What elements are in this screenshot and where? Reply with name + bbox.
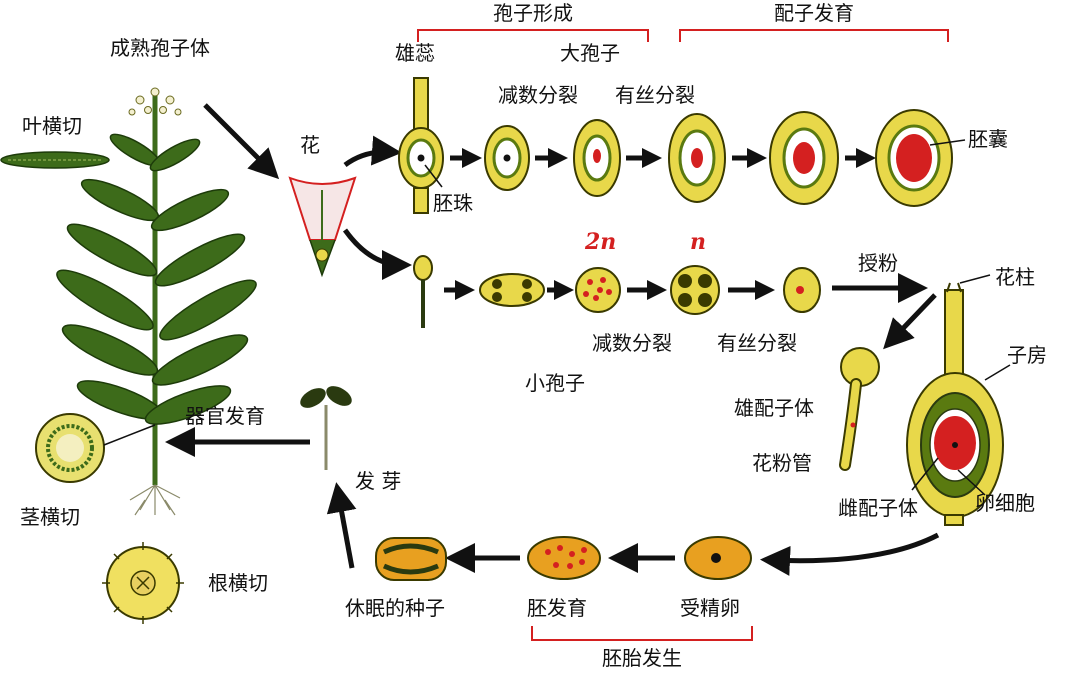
bracket-embryogenesis: 胚胎发生 [531,626,753,670]
plant-leaf [144,385,232,425]
meiosis-top-label: 减数分裂 [498,83,578,107]
embryogenesis-label: 胚胎发生 [602,646,682,670]
bracket-spore-formation-label: 孢子形成 [493,1,573,25]
plant-roots [129,484,181,516]
ovule-stage-5 [769,111,839,205]
embryo-sac-pointer-line [929,139,966,146]
pollen-grain [783,267,821,313]
plant-leaf [66,223,158,277]
anther-section [479,273,545,307]
plant-leaf [80,178,160,222]
organ-development-label: 器官发育 [185,404,265,428]
anther [413,255,433,328]
plant-leaf [149,138,201,172]
microspore-mother-cell [575,267,621,313]
plant-leaf [159,279,257,341]
microspore-tetrad [670,265,720,315]
ovule-label: 胚珠 [433,191,473,215]
pistil-label: 雄蕊 [395,41,435,65]
pollen-tube-label: 花粉管 [752,451,812,475]
plant-leaf [151,334,249,386]
male-gametophyte-label: 雄配子体 [734,396,814,420]
diploid-label: 2n [584,229,616,255]
mitosis-top-label: 有丝分裂 [615,83,695,107]
arrow-ovary-to-zygote [760,532,940,576]
ovule-stage-4 [668,113,726,203]
microspore-label: 小孢子 [525,371,585,395]
mature-sporophyte-label-line1: 成熟孢子体 [110,36,210,60]
root-cross-section [102,542,184,624]
style-pointer-line [959,274,991,284]
haploid-label: n [690,229,706,255]
flower [288,176,357,278]
plant-leaf [154,233,246,287]
leaf-cross-section-label: 叶横切 [22,114,82,138]
dormant-seed [375,537,447,581]
bracket-gametophyte-label: 配子发育 [774,1,854,25]
female-gametophyte-label: 雌配子体 [838,496,918,520]
style-label: 花柱 [995,265,1035,289]
root-cross-section-label: 根横切 [208,571,268,595]
flower-label: 花 [300,133,320,157]
seedling [300,386,352,470]
ovule-stage-megaspore [573,119,621,197]
germination-label: 发 芽 [355,469,401,493]
arrow-plant-to-flower [203,103,280,180]
bracket-gametophyte-development: 配子发育 [679,1,949,42]
ovary-pointer-line [984,364,1011,381]
ovule-pointer-line [424,164,443,188]
pollen-tube-growth [839,347,880,471]
ovule-stage-embryo-sac [875,109,953,207]
arrow-seed-to-seedling [326,482,357,569]
stem-cross-section [35,413,105,483]
meiosis-bottom-label: 减数分裂 [592,331,672,355]
ovary-label: 子房 [1007,343,1047,367]
female-gametophyte-pointer-line [911,457,939,491]
arrow-flower-to-ovule [343,135,402,168]
pistil-with-ovary [906,282,1004,526]
plant-leaf [150,188,230,232]
leaf-cross-section [0,151,110,169]
mitosis-bottom-label: 有丝分裂 [717,331,797,355]
pollination-label: 授粉 [858,251,898,275]
bracket-spore-formation: 孢子形成 [417,1,649,42]
egg-cell-pointer-line [957,469,986,496]
egg-cell-label: 卵细胞 [975,491,1035,515]
fertilized-egg [684,536,752,580]
ovule-stage-2 [484,125,530,191]
arrow-flower-to-anther [342,228,412,280]
embryo-sac-label: 胚囊 [968,127,1008,151]
megaspore-label: 大孢子 [560,41,620,65]
embryo-development-label: 胚发育 [527,596,587,620]
dormant-seed-label: 休眠的种子 [345,596,445,620]
mature-plant [56,87,257,516]
plant-leaf [56,269,154,331]
embryo-development [527,536,601,580]
stem-cross-section-label: 茎横切 [20,505,80,529]
stem-pointer-line [103,424,156,446]
arrow-style-to-pollen [883,293,937,350]
fertilized-egg-label: 受精卵 [680,596,740,620]
